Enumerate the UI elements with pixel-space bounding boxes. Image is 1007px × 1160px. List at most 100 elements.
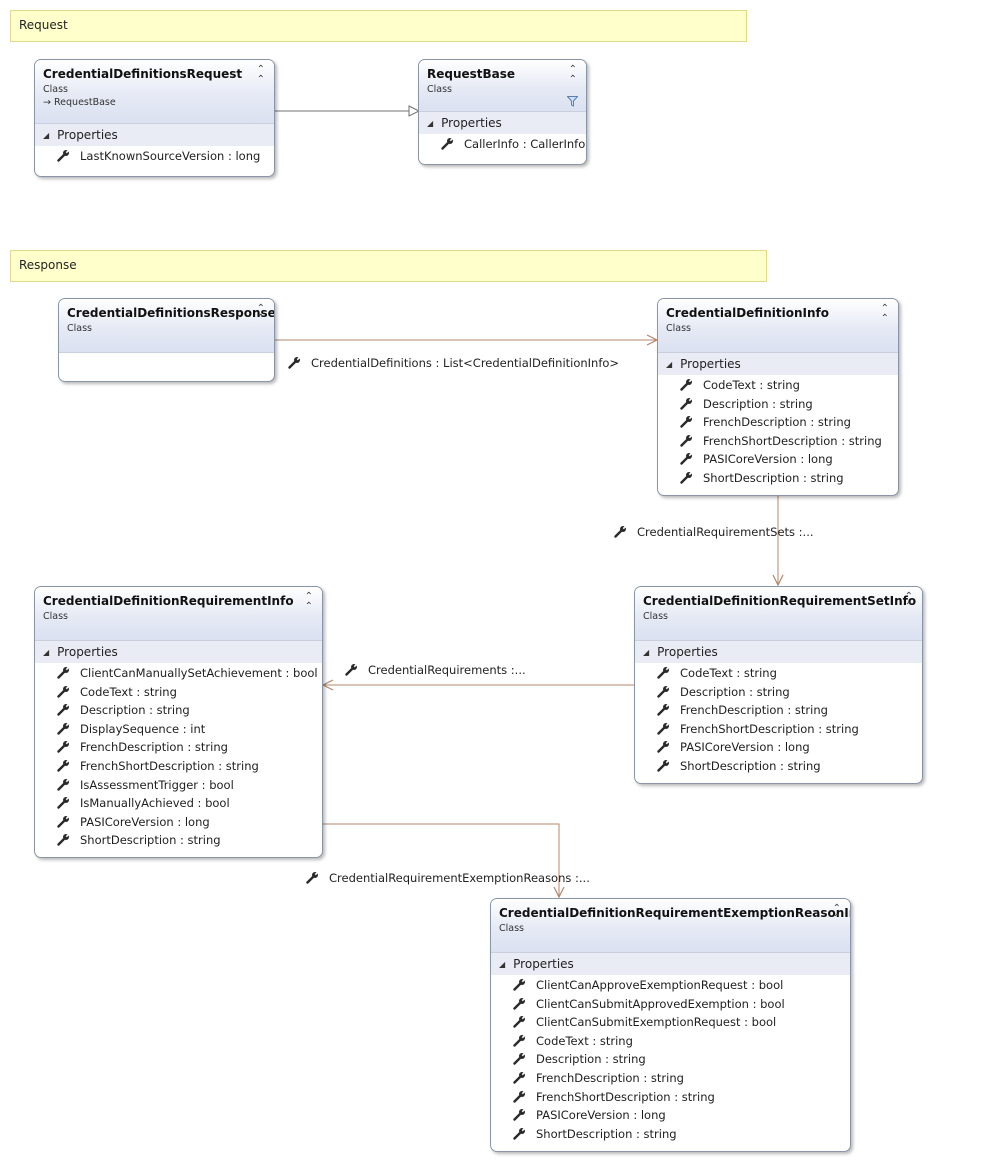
property-label: CodeText : string xyxy=(536,1033,633,1048)
property-row[interactable]: ClientCanSubmitExemptionRequest : bool xyxy=(491,1013,850,1032)
property-row[interactable]: CodeText : string xyxy=(491,1032,850,1051)
property-row[interactable]: PASICoreVersion : long xyxy=(658,450,898,469)
properties-section-header[interactable]: ◢Properties xyxy=(419,112,586,134)
property-label: FrenchShortDescription : string xyxy=(536,1089,715,1104)
double-chevron-up-icon[interactable]: ⌃⌃ xyxy=(256,303,265,324)
wrench-icon xyxy=(513,1108,536,1122)
property-row[interactable]: FrenchDescription : string xyxy=(658,413,898,432)
section-label: Properties xyxy=(657,645,718,659)
class-name: RequestBase xyxy=(427,67,516,81)
property-row[interactable]: FrenchShortDescription : string xyxy=(491,1088,850,1107)
request-banner-label: Request xyxy=(19,18,68,32)
association-line-exemption-reasons xyxy=(323,823,565,899)
property-row[interactable]: LastKnownSourceVersion : long xyxy=(35,147,274,166)
property-row[interactable]: DisplaySequence : int xyxy=(35,720,322,739)
property-label: ShortDescription : string xyxy=(703,470,844,485)
triangle-expander-icon[interactable]: ◢ xyxy=(666,360,673,369)
association-text: CredentialRequirements :... xyxy=(368,663,526,677)
wrench-icon xyxy=(57,149,80,163)
property-row[interactable]: FrenchDescription : string xyxy=(635,701,922,720)
property-row[interactable]: FrenchShortDescription : string xyxy=(658,432,898,451)
properties-section-header[interactable]: ◢ Properties xyxy=(635,641,922,663)
property-label: Description : string xyxy=(536,1052,646,1067)
property-row[interactable]: PASICoreVersion : long xyxy=(35,813,322,832)
class-credential-definition-requirement-exemption-reason-info[interactable]: CredentialDefinitionRequirementExemption… xyxy=(490,898,851,1152)
properties-section-header[interactable]: ◢Properties xyxy=(658,353,898,375)
property-row[interactable]: ClientCanManuallySetAchievement : bool xyxy=(35,664,322,683)
double-chevron-up-icon[interactable]: ⌃⌃ xyxy=(568,64,577,85)
triangle-expander-icon[interactable]: ◢ xyxy=(643,648,650,657)
double-chevron-up-icon[interactable]: ⌃⌃ xyxy=(832,903,841,924)
class-credential-definition-requirement-set-info[interactable]: CredentialDefinitionRequirementSetInfo C… xyxy=(634,586,923,784)
property-row[interactable]: IsManuallyAchieved : bool xyxy=(35,794,322,813)
class-request-base[interactable]: RequestBase Class ⌃⌃ ◢Properties CallerI… xyxy=(418,59,587,165)
response-banner-label: Response xyxy=(19,258,77,272)
wrench-icon xyxy=(57,814,80,829)
class-credential-definitions-request[interactable]: CredentialDefinitionsRequest Class → Req… xyxy=(34,59,275,177)
class-header: CredentialDefinitionRequirementInfo Clas… xyxy=(35,587,322,641)
property-label: FrenchShortDescription : string xyxy=(703,433,882,448)
filter-icon[interactable] xyxy=(567,96,578,107)
property-label: CodeText : string xyxy=(680,666,777,680)
property-label: DisplaySequence : int xyxy=(80,721,206,736)
class-credential-definition-requirement-info[interactable]: CredentialDefinitionRequirementInfo Clas… xyxy=(34,586,323,858)
property-label: ClientCanApproveExemptionRequest : bool xyxy=(536,978,784,992)
wrench-icon xyxy=(345,663,368,677)
triangle-expander-icon[interactable]: ◢ xyxy=(427,119,434,128)
double-chevron-up-icon[interactable]: ⌃⌃ xyxy=(880,303,889,324)
property-row[interactable]: Description : string xyxy=(491,1050,850,1069)
property-row[interactable]: FrenchShortDescription : string xyxy=(35,757,322,776)
class-name: CredentialDefinitionsResponse xyxy=(67,306,275,320)
properties-section-header[interactable]: ◢ Properties xyxy=(35,124,274,146)
property-row[interactable]: CallerInfo : CallerInfo xyxy=(419,135,586,154)
wrench-icon xyxy=(513,1126,536,1141)
property-row[interactable]: ClientCanApproveExemptionRequest : bool xyxy=(491,976,850,995)
property-row[interactable]: IsAssessmentTrigger : bool xyxy=(35,776,322,795)
association-text: CredentialRequirementExemptionReasons :.… xyxy=(329,871,590,885)
property-row[interactable]: ShortDescription : string xyxy=(35,831,322,850)
property-label: ShortDescription : string xyxy=(680,758,821,773)
property-row[interactable]: CodeText : string xyxy=(658,376,898,395)
double-chevron-up-icon[interactable]: ⌃⌃ xyxy=(904,591,913,612)
property-row[interactable]: FrenchShortDescription : string xyxy=(635,720,922,739)
property-row[interactable]: FrenchDescription : string xyxy=(35,738,322,757)
triangle-expander-icon[interactable]: ◢ xyxy=(499,960,506,969)
property-label: PASICoreVersion : long xyxy=(703,452,833,467)
triangle-expander-icon[interactable]: ◢ xyxy=(43,648,50,657)
property-row[interactable]: ShortDescription : string xyxy=(658,469,898,488)
triangle-expander-icon[interactable]: ◢ xyxy=(43,131,50,140)
property-row[interactable]: Description : string xyxy=(658,395,898,414)
property-row[interactable]: Description : string xyxy=(635,683,922,702)
property-row[interactable]: ClientCanSubmitApprovedExemption : bool xyxy=(491,995,850,1014)
class-credential-definition-info[interactable]: CredentialDefinitionInfo Class ⌃⌃ ◢Prope… xyxy=(657,298,899,496)
properties-section-header[interactable]: ◢ Properties xyxy=(35,641,322,663)
property-label: PASICoreVersion : long xyxy=(680,740,810,755)
property-row[interactable]: PASICoreVersion : long xyxy=(491,1106,850,1125)
wrench-icon xyxy=(657,666,680,680)
section-label: Properties xyxy=(57,645,118,659)
association-label-exemption-reasons[interactable]: CredentialRequirementExemptionReasons :.… xyxy=(306,871,590,885)
class-credential-definitions-response[interactable]: CredentialDefinitionsResponse Class ⌃⌃ xyxy=(58,298,275,382)
double-chevron-up-icon[interactable]: ⌃⌃ xyxy=(256,64,265,85)
property-row[interactable]: PASICoreVersion : long xyxy=(635,738,922,757)
property-label: FrenchDescription : string xyxy=(536,1070,684,1085)
property-row[interactable]: CodeText : string xyxy=(35,683,322,702)
property-label: CodeText : string xyxy=(703,378,800,392)
association-label-credential-definitions[interactable]: CredentialDefinitions : List<CredentialD… xyxy=(288,356,619,370)
association-label-credential-requirement-sets[interactable]: CredentialRequirementSets :... xyxy=(614,525,814,539)
property-row[interactable]: ShortDescription : string xyxy=(635,757,922,776)
property-row[interactable]: FrenchDescription : string xyxy=(491,1069,850,1088)
property-row[interactable]: ShortDescription : string xyxy=(491,1125,850,1144)
property-label: ClientCanSubmitExemptionRequest : bool xyxy=(536,1015,777,1030)
property-label: CodeText : string xyxy=(80,684,177,699)
section-label: Properties xyxy=(57,128,118,142)
property-row[interactable]: CodeText : string xyxy=(635,664,922,683)
property-label: FrenchDescription : string xyxy=(80,740,228,755)
association-text: CredentialDefinitions : List<CredentialD… xyxy=(311,356,620,370)
properties-section-header[interactable]: ◢Properties xyxy=(491,953,850,975)
property-row[interactable]: Description : string xyxy=(35,701,322,720)
class-name: CredentialDefinitionRequirementSetInfo xyxy=(643,594,917,608)
wrench-icon xyxy=(657,684,680,699)
double-chevron-up-icon[interactable]: ⌃⌃ xyxy=(304,591,313,612)
association-label-credential-requirements[interactable]: CredentialRequirements :... xyxy=(345,663,526,677)
